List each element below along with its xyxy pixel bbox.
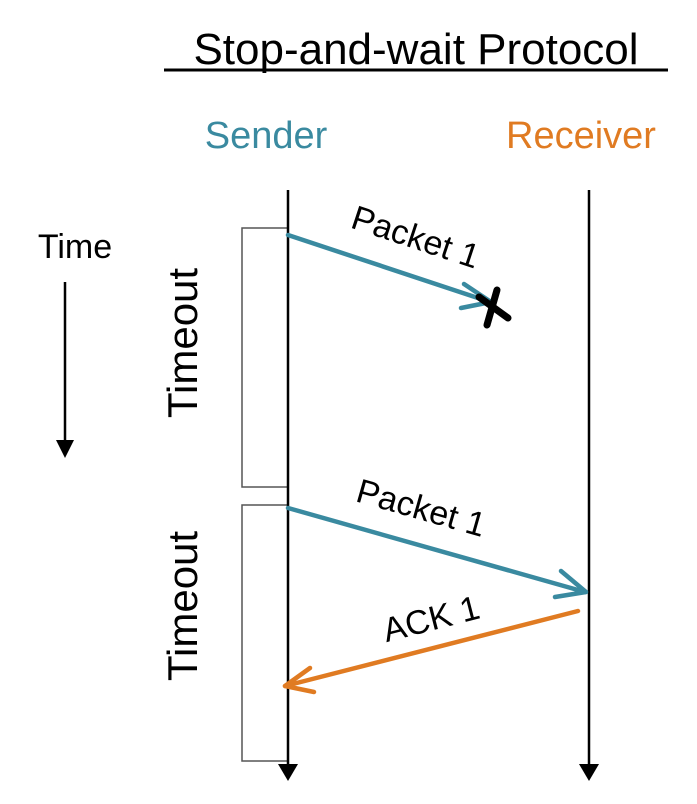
- packet-1-arrow: [285, 505, 588, 595]
- packet-1-lost-label: Packet 1: [347, 199, 485, 277]
- packet-1-arrow-head-icon: [552, 568, 589, 600]
- timeout-label-2: Timeout: [159, 531, 206, 681]
- timeout-label-1: Timeout: [159, 268, 206, 418]
- x-mark-icon: [475, 286, 512, 329]
- ack-1-arrow: [282, 608, 581, 689]
- diagram-title: Stop-and-wait Protocol: [193, 25, 638, 74]
- timeout-box-2: [241, 504, 289, 762]
- time-label: Time: [38, 228, 112, 266]
- ack-1-arrow-head-icon: [282, 665, 317, 695]
- message-packet-1: Packet 1: [285, 472, 589, 600]
- sender-timeline-arrow-head-icon: [278, 764, 298, 781]
- receiver-timeline-arrow-head-icon: [579, 764, 599, 781]
- message-ack-1: ACK 1: [282, 589, 581, 695]
- sender-label: Sender: [205, 115, 328, 157]
- time-arrow-head-icon: [56, 440, 74, 458]
- message-lost-packet: Packet 1: [285, 199, 512, 329]
- packet-1-lost-arrow: [285, 232, 493, 305]
- receiver-label: Receiver: [506, 115, 656, 157]
- timeout-box-1: [241, 227, 289, 488]
